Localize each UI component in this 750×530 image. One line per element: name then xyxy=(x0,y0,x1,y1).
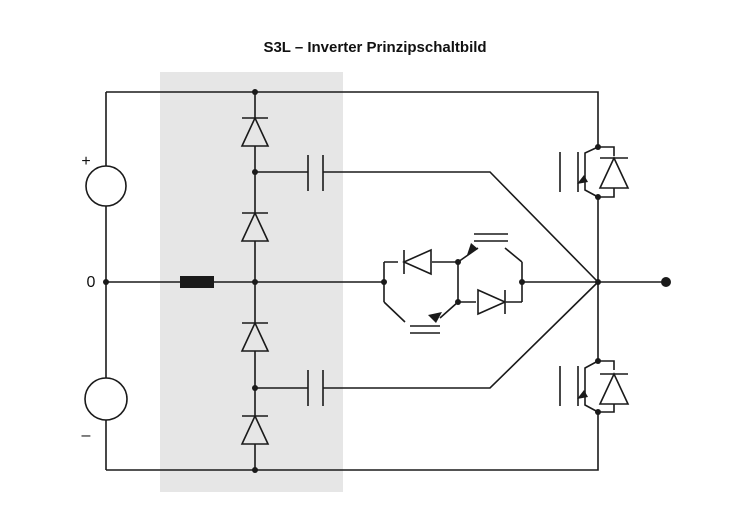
diagram-title: S3L – Inverter Prinzipschaltbild xyxy=(263,39,486,56)
clamp-diode-1 xyxy=(240,116,270,147)
capacitor-lower xyxy=(255,281,599,406)
igbt-upper xyxy=(559,146,630,282)
neutral-line xyxy=(106,276,384,288)
dc-source-upper xyxy=(85,165,127,207)
neutral-resistor xyxy=(180,276,214,288)
capacitor-upper xyxy=(255,155,599,283)
junction-dots xyxy=(103,89,601,473)
minus-label: – xyxy=(82,427,91,444)
dc-source-lower xyxy=(84,377,128,421)
dc-rails xyxy=(105,91,599,471)
plus-label: + xyxy=(81,153,90,170)
output-terminal xyxy=(598,277,671,287)
clamp-diode-4 xyxy=(240,414,270,445)
igbt-lower xyxy=(559,282,630,415)
zero-label: 0 xyxy=(87,274,96,291)
clamp-diode-2 xyxy=(240,211,270,242)
clamp-diode-3 xyxy=(240,321,270,352)
